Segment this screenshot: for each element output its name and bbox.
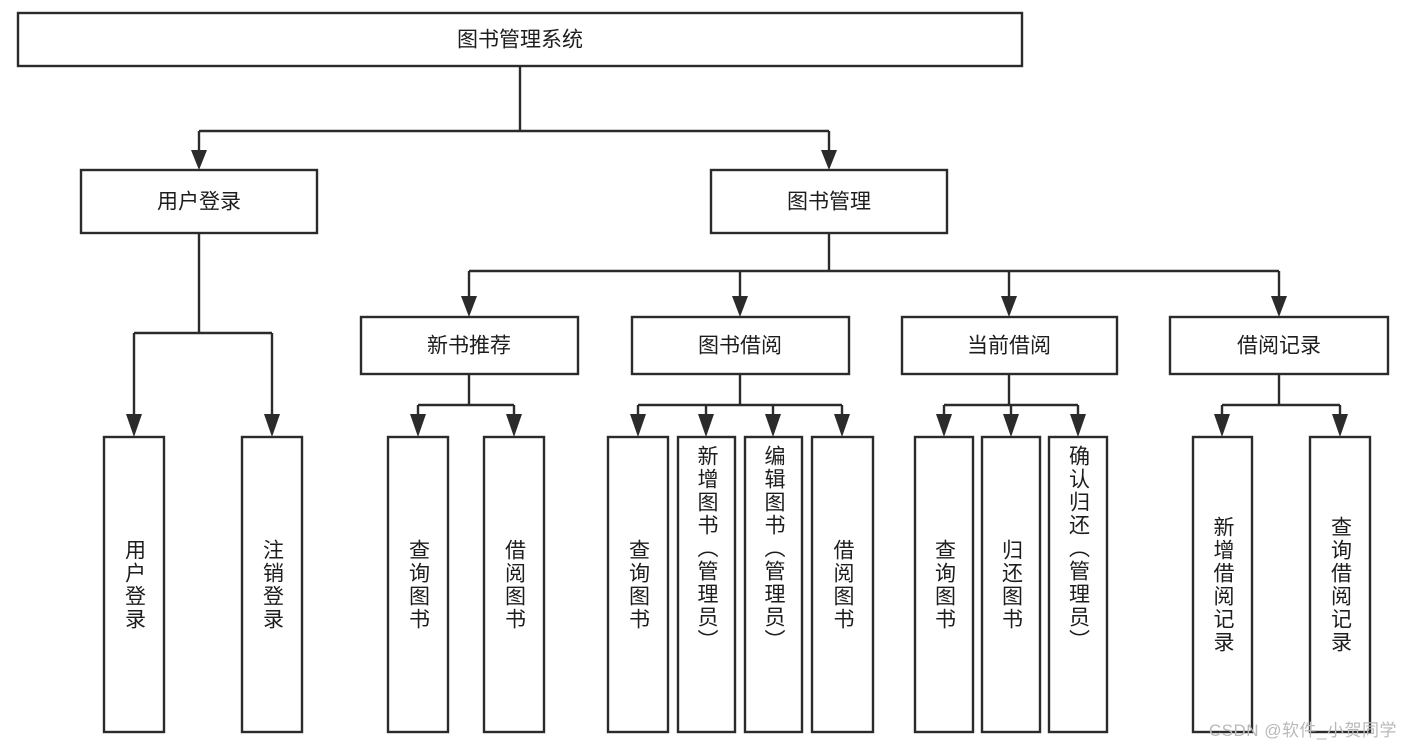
arrowhead-leaf-logout	[264, 414, 280, 437]
arrowhead-leaf-edit-book	[765, 414, 781, 437]
csdn-watermark: CSDN @软件_小贺同学	[1208, 721, 1397, 740]
arrowhead-leaf-query-record	[1332, 414, 1348, 437]
node-leaf-query-book-3[interactable]	[913, 435, 975, 734]
node-leaf-borrow-book-1[interactable]	[482, 435, 546, 734]
arrowhead-leaf-add-book	[698, 414, 714, 437]
node-book-borrow[interactable]	[630, 315, 851, 376]
arrowhead-new-book-rec	[461, 296, 477, 317]
node-borrow-record[interactable]	[1168, 315, 1390, 376]
node-leaf-logout[interactable]	[240, 435, 304, 734]
arrowhead-borrow-record	[1271, 296, 1287, 317]
node-leaf-borrow-book-2[interactable]	[810, 435, 875, 734]
arrowhead-current-borrow	[1001, 296, 1017, 317]
node-leaf-user-login[interactable]	[102, 435, 166, 734]
node-leaf-confirm-return[interactable]	[1047, 435, 1109, 734]
arrowhead-book-borrow	[732, 296, 748, 317]
arrowhead-leaf-query-book-1	[410, 414, 426, 437]
node-root[interactable]	[16, 11, 1024, 68]
node-current-borrow[interactable]	[900, 315, 1119, 376]
arrowhead-leaf-borrow-book-1	[506, 414, 522, 437]
node-book-manage[interactable]	[709, 168, 949, 235]
node-layer: 图书管理系统 用户登录 图书管理 新书推荐 图书借阅 当前借阅 借阅记录	[16, 11, 1390, 734]
node-root-label: 图书管理系统	[457, 29, 583, 52]
arrowhead-leaf-add-record	[1214, 414, 1230, 437]
node-leaf-return-book[interactable]	[980, 435, 1042, 734]
node-leaf-query-record[interactable]	[1308, 435, 1372, 734]
node-user-login[interactable]	[79, 168, 319, 235]
node-leaf-add-book[interactable]	[676, 435, 737, 734]
node-leaf-add-record[interactable]	[1191, 435, 1254, 734]
node-borrow-record-label: 借阅记录	[1237, 335, 1321, 358]
node-new-book-rec-label: 新书推荐	[427, 335, 511, 358]
node-leaf-query-book-1[interactable]	[386, 435, 450, 734]
arrowhead-leaf-query-book-2	[630, 414, 646, 437]
node-leaf-query-book-2[interactable]	[606, 435, 670, 734]
node-book-borrow-label: 图书借阅	[698, 335, 782, 358]
arrowhead-leaf-borrow-book-2	[834, 414, 850, 437]
arrowhead-leaf-user-login	[126, 414, 142, 437]
arrowhead-user-login	[191, 150, 207, 170]
node-current-borrow-label: 当前借阅	[967, 335, 1051, 358]
node-book-manage-label: 图书管理	[787, 191, 871, 214]
arrowhead-leaf-return-book	[1003, 414, 1019, 437]
node-user-login-label: 用户登录	[157, 191, 241, 214]
arrowhead-book-manage	[821, 150, 837, 170]
node-leaf-edit-book[interactable]	[743, 435, 804, 734]
arrowhead-leaf-confirm-return	[1070, 414, 1086, 437]
connector-layer	[126, 66, 1348, 437]
node-new-book-rec[interactable]	[359, 315, 580, 376]
arrowhead-leaf-query-book-3	[936, 414, 952, 437]
